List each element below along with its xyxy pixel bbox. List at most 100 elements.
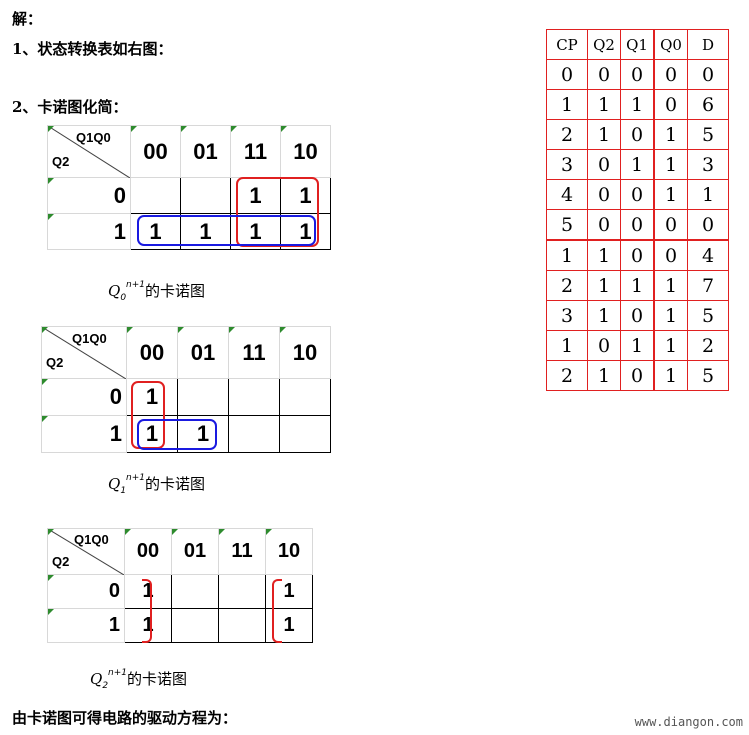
- table-cell: 5: [687, 119, 729, 150]
- table-cell: 1: [587, 239, 621, 271]
- table-cell: 0: [620, 300, 655, 331]
- corner-top-label: Q1Q0: [76, 130, 111, 145]
- table-cell: 1: [546, 239, 588, 271]
- watermark: www.diangon.com: [634, 715, 743, 729]
- red-loop: [236, 177, 319, 247]
- corner-left-label: Q2: [46, 355, 64, 370]
- col-header: 00: [126, 326, 178, 379]
- col-header: 01: [171, 528, 219, 575]
- corner-marker: [48, 529, 54, 535]
- caption-sub: 1: [120, 486, 127, 496]
- row-header: 1: [47, 213, 131, 250]
- table-cell: 0: [620, 59, 655, 90]
- corner-top-label: Q1Q0: [72, 331, 107, 346]
- kmap-cell: [279, 378, 331, 416]
- caption-text: 的卡诺图: [145, 475, 206, 493]
- table-cell: 5: [687, 300, 729, 331]
- kmap-cell: [180, 177, 231, 214]
- kmap-q1-caption: Q1 n+1的卡诺图: [108, 473, 205, 496]
- kmap-q1: Q1Q0 Q2 00 01 11 10 0 1 1 1 1: [41, 326, 331, 453]
- header-cell: Q0: [653, 29, 688, 60]
- table-cell: 7: [687, 270, 729, 301]
- table-cell: 0: [687, 59, 729, 90]
- corner-left-label: Q2: [52, 154, 70, 169]
- caption-text: 的卡诺图: [145, 282, 206, 300]
- col-header: 00: [130, 125, 181, 178]
- kmap-corner: Q1Q0 Q2: [47, 125, 131, 178]
- table-cell: 3: [546, 149, 588, 180]
- table-cell: 1: [653, 360, 688, 391]
- table-cell: 4: [546, 179, 588, 210]
- table-cell: 1: [620, 270, 655, 301]
- kmap-cell: [279, 415, 331, 453]
- col-header: 10: [280, 125, 331, 178]
- corner-marker: [280, 327, 286, 333]
- blue-loop: [137, 215, 316, 246]
- caption-sup: n+1: [126, 473, 146, 483]
- table-cell: 1: [620, 330, 655, 361]
- corner-marker: [229, 327, 235, 333]
- table-cell: 0: [587, 149, 621, 180]
- corner-marker: [181, 126, 187, 132]
- col-header: 00: [124, 528, 172, 575]
- caption-var: Q: [108, 282, 121, 300]
- table-cell: 1: [653, 330, 688, 361]
- table-cell: 1: [587, 300, 621, 331]
- kmap-cell: 1: [124, 574, 172, 609]
- kmap-cell: [228, 415, 280, 453]
- step2-heading: 2、卡诺图化简：: [12, 98, 128, 116]
- table-cell: 0: [620, 119, 655, 150]
- table-cell: 3: [687, 149, 729, 180]
- table-cell: 1: [620, 149, 655, 180]
- step1-heading: 1、状态转换表如右图：: [12, 40, 173, 58]
- caption-var: Q: [108, 475, 121, 493]
- table-cell: 1: [687, 179, 729, 210]
- kmap-corner: Q1Q0 Q2: [47, 528, 125, 575]
- table-cell: 0: [587, 330, 621, 361]
- corner-marker: [266, 529, 272, 535]
- table-cell: 5: [687, 360, 729, 391]
- kmap-cell: [171, 574, 219, 609]
- col-header: 01: [180, 125, 231, 178]
- kmap-corner: Q1Q0 Q2: [41, 326, 127, 379]
- table-cell: 0: [587, 179, 621, 210]
- corner-marker: [48, 214, 54, 220]
- kmap-cell: 1: [177, 415, 229, 453]
- table-cell: 1: [587, 270, 621, 301]
- table-cell: 1: [546, 89, 588, 120]
- corner-marker: [172, 529, 178, 535]
- blue-loop: [137, 419, 217, 450]
- col-header: 10: [265, 528, 313, 575]
- kmap-q2-caption: Q2n+1的卡诺图: [90, 668, 187, 691]
- table-cell: 1: [587, 119, 621, 150]
- table-header-row: CP Q2 Q1 Q0 D: [546, 29, 729, 60]
- table-cell: 1: [587, 89, 621, 120]
- header-cell: Q2: [587, 29, 621, 60]
- kmap-q2: Q1Q0 Q2 00 01 11 10 0 1 1 1 1 1: [47, 528, 313, 643]
- table-cell: 5: [546, 209, 588, 241]
- caption-var: Q: [90, 670, 103, 688]
- corner-marker: [125, 529, 131, 535]
- corner-top-label: Q1Q0: [74, 532, 109, 547]
- col-header: 11: [218, 528, 266, 575]
- corner-marker: [131, 126, 137, 132]
- corner-marker: [48, 126, 54, 132]
- table-cell: 0: [587, 209, 621, 241]
- header-cell: D: [687, 29, 729, 60]
- kmap-cell: [228, 378, 280, 416]
- kmap-q0: Q1Q0 Q2 00 01 11 10 0 1 1 1 1 1 1 1: [47, 125, 331, 250]
- kmap-cell: 1: [280, 213, 331, 250]
- table-cell: 1: [653, 270, 688, 301]
- corner-marker: [42, 416, 48, 422]
- corner-marker: [231, 126, 237, 132]
- table-cell: 0: [546, 59, 588, 90]
